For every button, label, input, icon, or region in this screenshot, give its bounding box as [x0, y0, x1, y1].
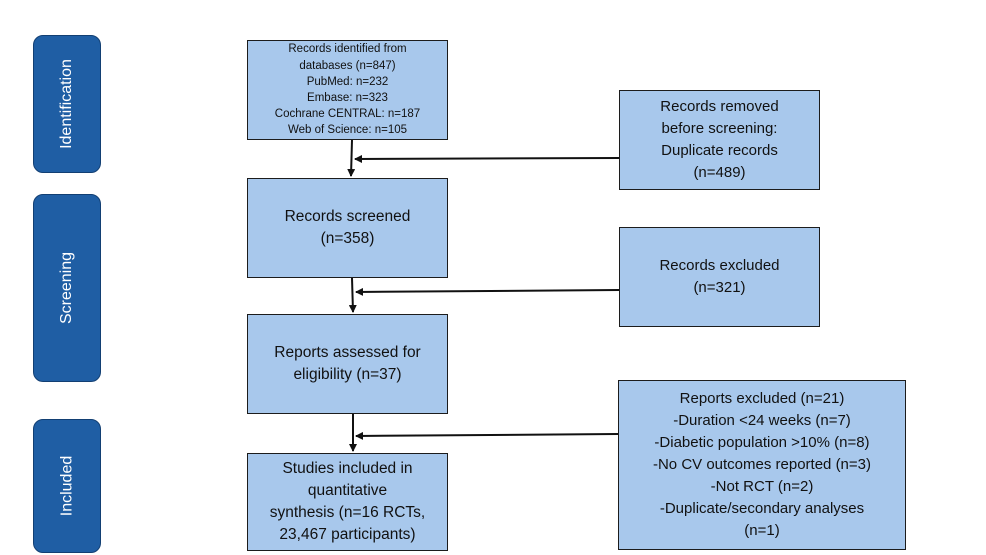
box-line: -No CV outcomes reported (n=3) [652, 456, 871, 473]
box-line: 23,467 participants) [279, 526, 416, 543]
box-line: databases (n=847) [299, 59, 396, 72]
box-line: -Duplicate/secondary analyses [659, 500, 865, 517]
studies-included-box: Studies included in quantitative synthes… [247, 453, 448, 551]
arrow-from-removed [354, 154, 620, 163]
stage-identification: Identification [33, 35, 101, 173]
reports-excluded-box: Reports excluded (n=21) -Duration <24 we… [618, 380, 906, 550]
box-line: Records identified from [288, 43, 407, 56]
box-line: PubMed: n=232 [306, 75, 389, 88]
box-line: eligibility (n=37) [293, 366, 402, 383]
box-line: before screening: [661, 120, 778, 137]
records-identified-box: Records identified from databases (n=847… [247, 40, 448, 140]
box-line: -Diabetic population >10% (n=8) [654, 434, 870, 451]
box-line: Records removed [660, 98, 779, 115]
stage-included: Included [33, 419, 101, 553]
box-line: quantitative [307, 482, 388, 499]
arrow-identified-to-screened [347, 139, 356, 177]
box-line: Web of Science: n=105 [287, 124, 408, 137]
box-line: (n=1) [744, 522, 780, 539]
stage-screening: Screening [33, 194, 101, 382]
box-line: Duplicate records [661, 142, 778, 159]
records-removed-box: Records removed before screening: Duplic… [619, 90, 820, 190]
box-line: Cochrane CENTRAL: n=187 [274, 108, 421, 121]
box-line: synthesis (n=16 RCTs, [269, 504, 426, 521]
box-line: -Duration <24 weeks (n=7) [673, 412, 851, 429]
box-line: (n=358) [320, 230, 375, 247]
box-line: Embase: n=323 [307, 92, 388, 104]
arrow-from-excluded [355, 287, 620, 296]
reports-assessed-box: Reports assessed for eligibility (n=37) [247, 314, 448, 414]
box-line: Records excluded [659, 257, 780, 274]
box-line: Reports excluded (n=21) [679, 390, 845, 407]
records-excluded-box: Records excluded (n=321) [619, 227, 820, 327]
arrow-screened-to-assessed [348, 277, 357, 313]
box-line: Records screened [284, 208, 411, 225]
box-line: -Not RCT (n=2) [710, 478, 814, 495]
arrow-from-reports-excluded [355, 431, 619, 440]
box-line: Reports assessed for [274, 344, 421, 361]
box-line: (n=489) [693, 164, 746, 181]
box-line: (n=321) [693, 279, 746, 296]
box-line: Studies included in [282, 460, 413, 477]
records-screened-box: Records screened (n=358) [247, 178, 448, 278]
